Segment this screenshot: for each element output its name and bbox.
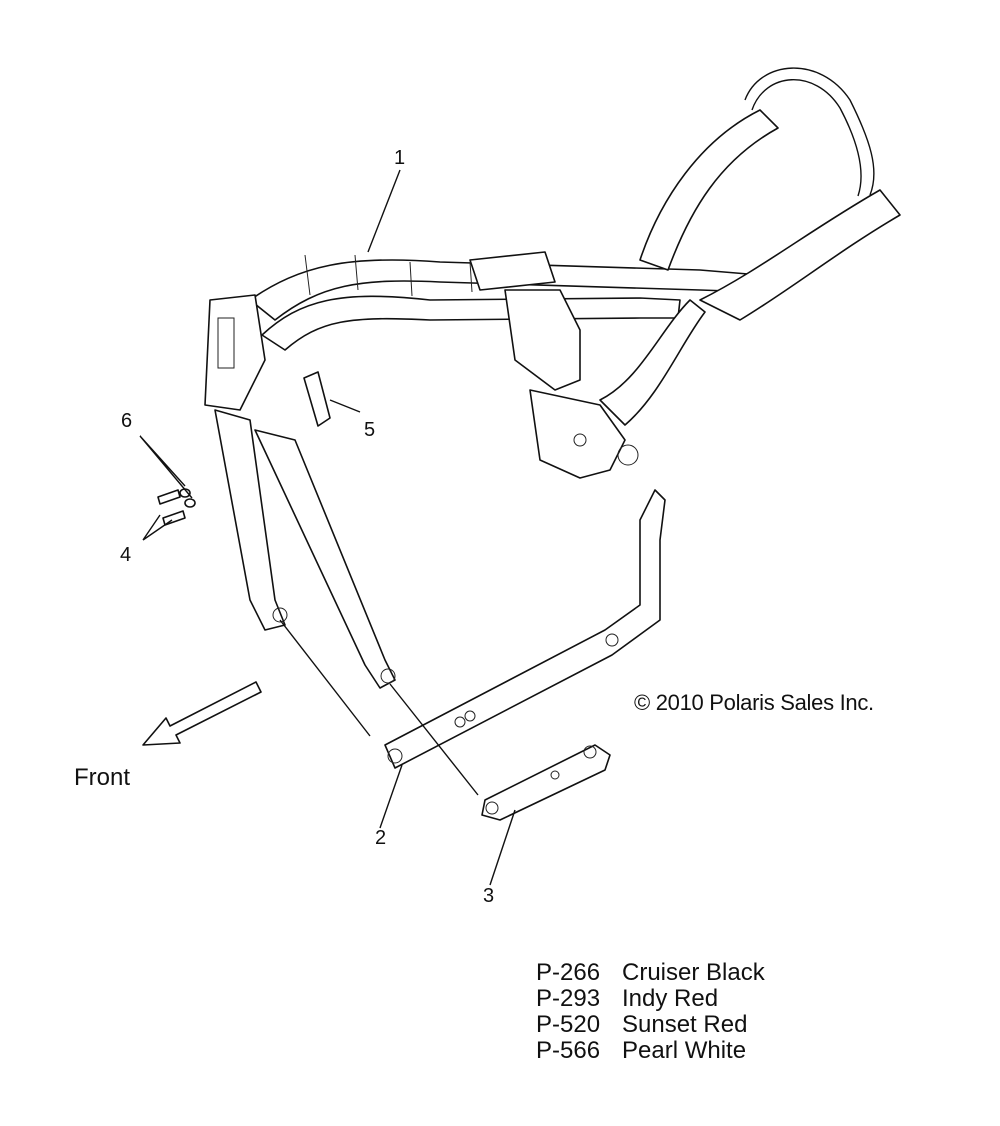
callout-2: 2 <box>375 827 387 849</box>
paint-color: Indy Red <box>622 985 719 1012</box>
paint-code-row: P-266 Cruiser Black <box>536 960 765 986</box>
paint-color: Cruiser Black <box>622 959 765 986</box>
paint-code-row: P-293 Indy Red <box>536 986 765 1012</box>
lower-crossmember <box>384 489 666 769</box>
strap <box>303 371 331 427</box>
copyright-notice: © 2010 Polaris Sales Inc. <box>634 690 874 715</box>
frame-bracket <box>481 744 611 821</box>
paint-code: P-520 <box>536 1011 601 1038</box>
bolts-and-washers <box>157 488 196 526</box>
paint-color: Pearl White <box>622 1037 747 1064</box>
callout-5: 5 <box>364 419 376 441</box>
callout-6: 6 <box>121 410 133 432</box>
callout-3: 3 <box>483 885 495 907</box>
paint-code: P-266 <box>536 959 601 986</box>
leader-lines <box>139 169 516 886</box>
paint-color: Sunset Red <box>622 1011 748 1038</box>
paint-code: P-566 <box>536 1037 601 1064</box>
main-frame <box>204 67 901 689</box>
callout-1: 1 <box>394 147 406 169</box>
callout-4: 4 <box>120 544 132 566</box>
paint-code-row: P-520 Sunset Red <box>536 1012 765 1038</box>
paint-code: P-293 <box>536 985 601 1012</box>
paint-code-legend: P-266 Cruiser Black P-293 Indy Red P-520 Su… <box>536 960 765 1064</box>
paint-code-row: P-566 Pearl White <box>536 1038 765 1064</box>
front-label: Front <box>74 764 131 791</box>
front-arrow-icon <box>142 681 262 746</box>
